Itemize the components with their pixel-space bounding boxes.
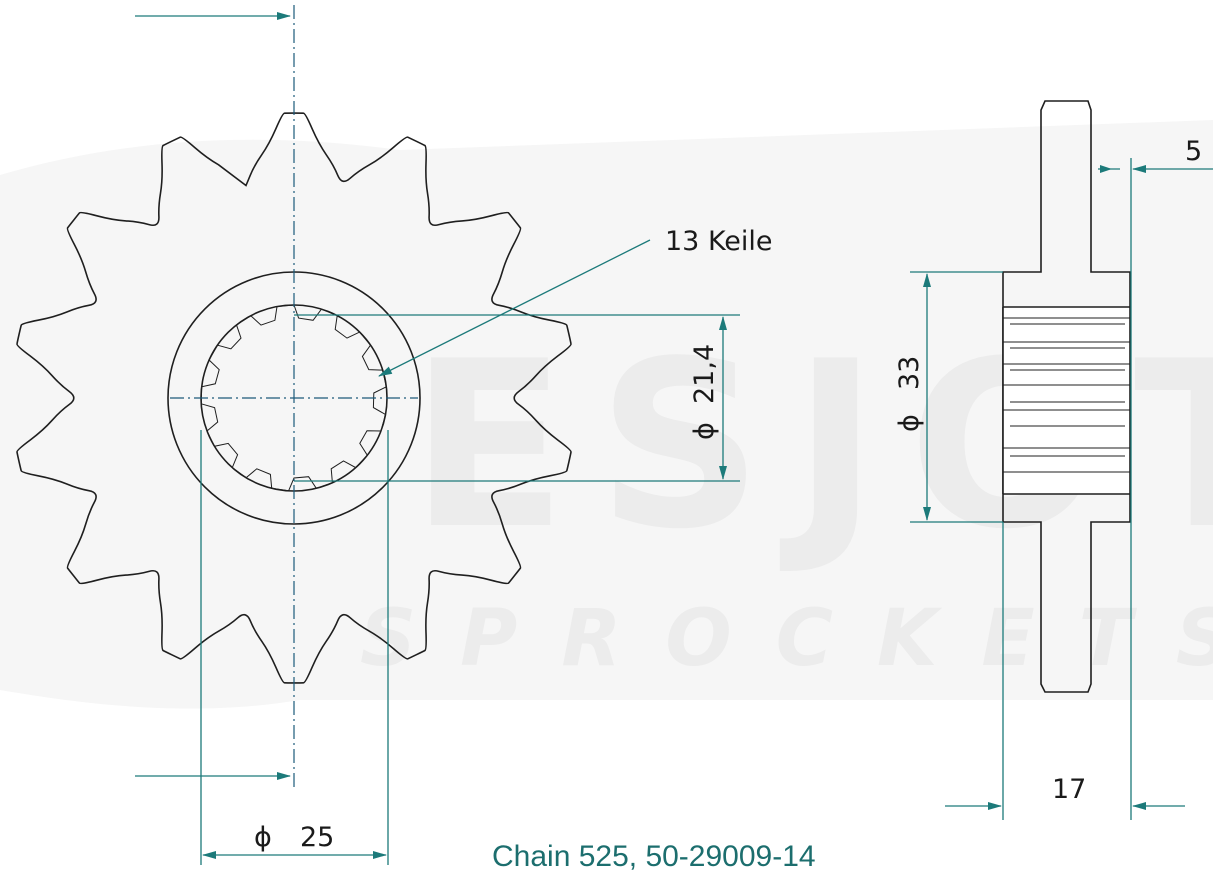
hub-diameter-symbol: ϕ [894,414,925,432]
bore-dimension-label: ϕ 21,4 [689,344,720,440]
side-section-view: ϕ 33 5 17 [894,100,1213,820]
tooth-width-arrow-left [1100,165,1112,173]
splines-leader [378,239,651,377]
spline-grooves [1002,306,1131,495]
part-caption: Chain 525, 50-29009-14 [492,840,816,873]
tooth-width-value: 5 [1185,136,1202,167]
splines-label: 13 Keile [665,226,773,257]
watermark: ESJOT SPROCKETS [0,120,1213,709]
sprocket-outline [16,112,572,684]
watermark-background [0,120,1213,709]
shaft-diameter-value: 25 [300,822,334,853]
watermark-subtitle: SPROCKETS [360,594,1213,684]
bore-diameter-value: 21,4 [689,344,720,404]
hub-dimension-label: ϕ 33 [894,356,925,432]
bore-region [1003,307,1130,494]
bore-diameter-symbol: ϕ [689,422,720,440]
hub-width-value: 17 [1052,774,1086,805]
spline-teeth [200,304,387,492]
hub-diameter-value: 33 [894,356,925,390]
shaft-diameter-symbol: ϕ [254,822,272,853]
sprocket-section [1002,100,1131,693]
front-view: 13 Keile ϕ 21,4 ϕ 25 [16,5,773,865]
